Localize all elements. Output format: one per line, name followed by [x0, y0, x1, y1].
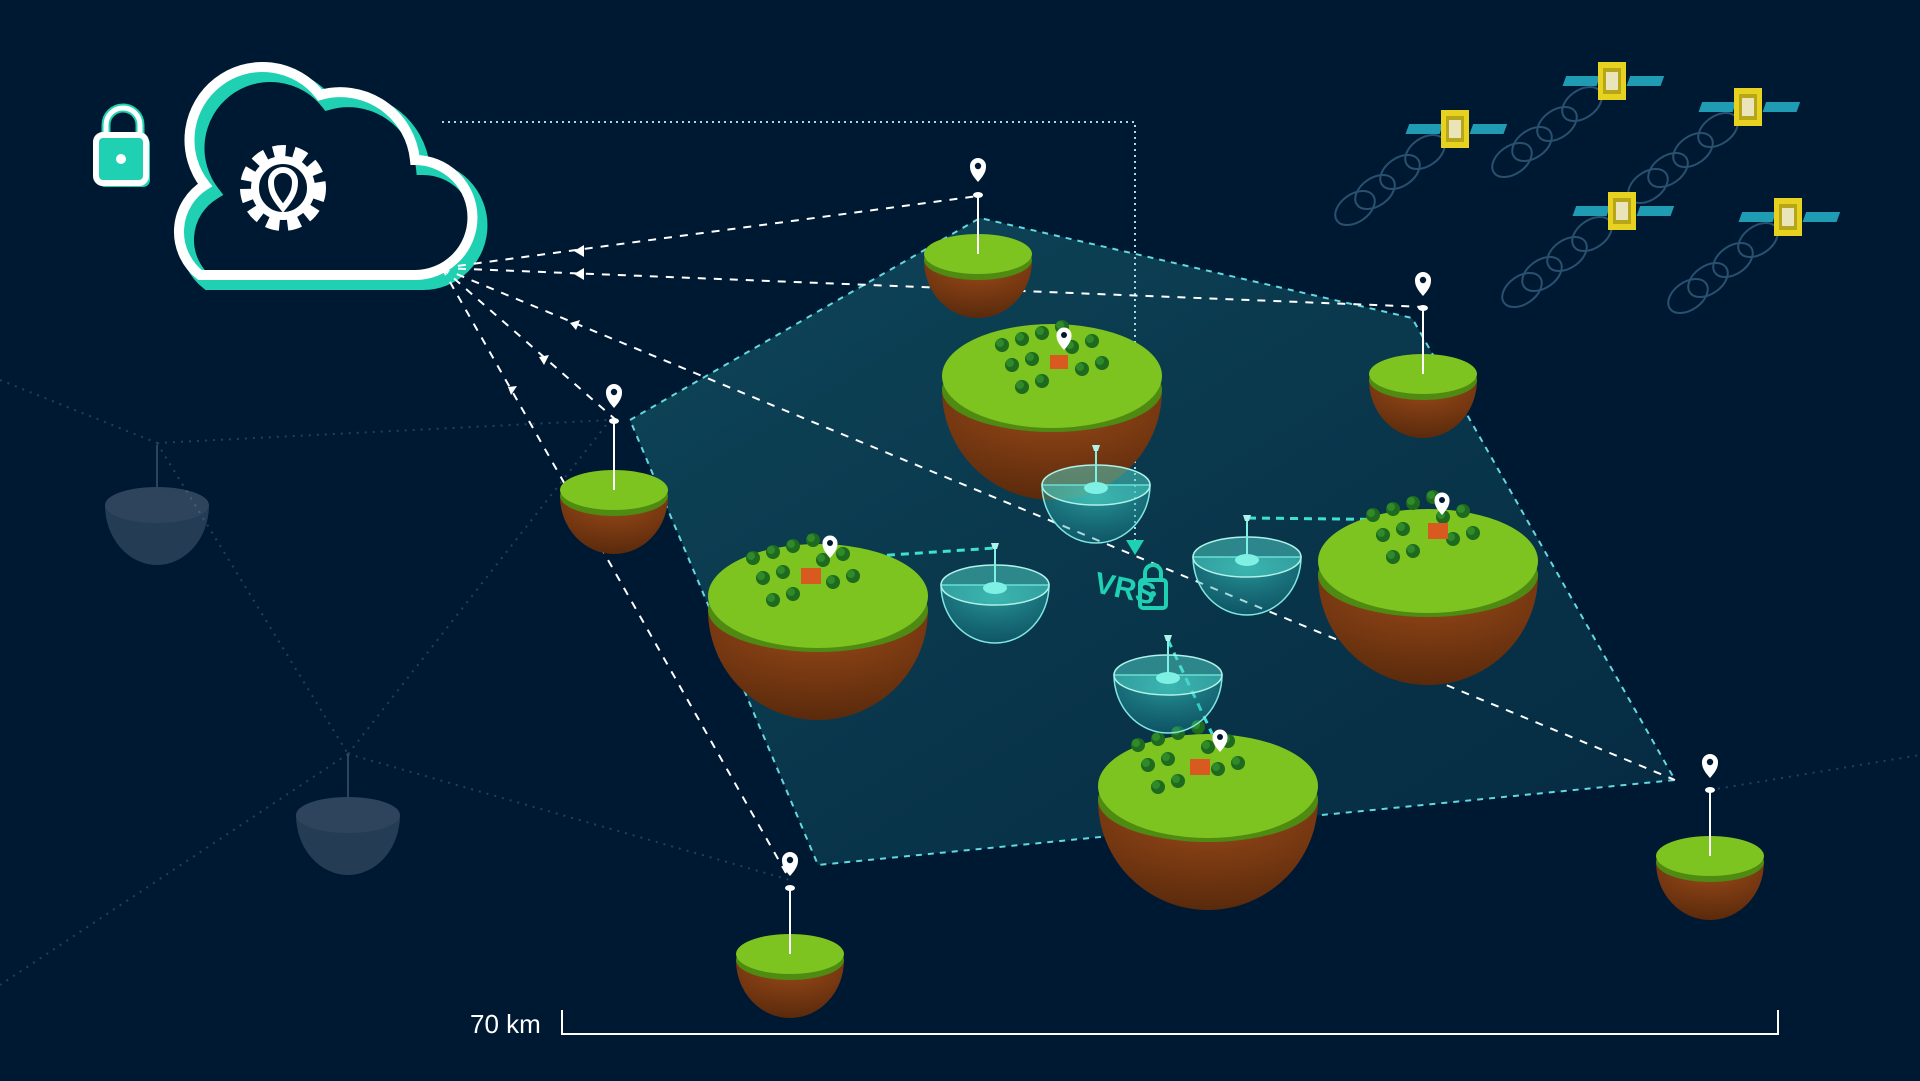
faded-station [296, 755, 400, 875]
arrowheads [508, 245, 584, 395]
satellite-icon [1698, 88, 1801, 126]
base-station [1656, 754, 1764, 920]
satellite-icon [1572, 192, 1675, 230]
station-to-cloud-links [441, 195, 1676, 881]
faded-station [105, 445, 209, 565]
lock-icon [93, 103, 150, 187]
scale-bar [561, 1010, 1779, 1035]
scale-label: 70 km [470, 1009, 541, 1039]
location-pin-icon [606, 384, 622, 408]
base-station [1369, 272, 1477, 438]
virtual-station-bubble [940, 543, 1050, 644]
location-pin-icon [782, 852, 798, 876]
base-station [560, 384, 668, 554]
base-station [924, 158, 1032, 318]
cloud-gear-location-icon [174, 62, 488, 290]
satellite-group [1334, 62, 1841, 315]
farm-island [1098, 720, 1318, 910]
virtual-station-bubble [1192, 515, 1302, 616]
location-pin-icon [1702, 754, 1718, 778]
satellite-icon [1405, 110, 1508, 148]
virtual-station-bubble [1041, 445, 1151, 544]
vrs-arrow-head [1126, 540, 1144, 555]
farm-island [1318, 490, 1538, 685]
satellite-icon [1562, 62, 1665, 100]
base-station [736, 852, 844, 1018]
background-network [0, 379, 1920, 986]
location-pin-icon [1415, 272, 1431, 296]
location-pin-icon [970, 158, 986, 182]
virtual-station-bubble [1113, 635, 1223, 734]
satellite-icon [1738, 198, 1841, 236]
vrs-lock-icon [1138, 563, 1168, 610]
farm-island [708, 533, 928, 720]
